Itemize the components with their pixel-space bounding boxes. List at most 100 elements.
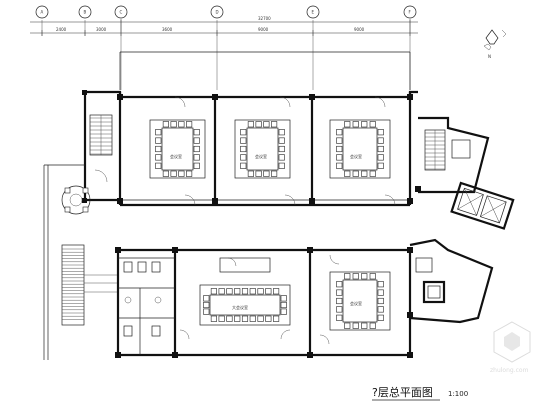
- chair: [186, 121, 193, 128]
- dim-text-1: 2400: [56, 27, 67, 32]
- chair: [218, 288, 225, 295]
- chair: [263, 121, 270, 128]
- chair: [240, 162, 247, 169]
- chair: [193, 162, 200, 169]
- chair: [361, 322, 368, 329]
- chair: [336, 314, 343, 321]
- chair: [278, 129, 285, 136]
- chair: [257, 315, 264, 322]
- lower-block: [115, 247, 413, 358]
- stair-upper-right: [415, 116, 490, 194]
- chair: [336, 154, 343, 161]
- svg-text:会议室: 会议室: [350, 153, 362, 159]
- axis-bubbles: A B C D E F: [35, 5, 417, 90]
- axis-bubble-d: [210, 5, 224, 19]
- chair: [265, 288, 272, 295]
- upper-block: [82, 90, 418, 207]
- chair: [336, 297, 343, 305]
- chair: [369, 273, 376, 280]
- svg-text:会议室: 会议室: [170, 153, 182, 159]
- chair: [352, 121, 359, 128]
- chair: [352, 322, 359, 329]
- chair: [226, 288, 233, 295]
- chair: [240, 154, 247, 161]
- title-block: ?层总平面图 1:100: [372, 385, 468, 401]
- axis-label-a: A: [41, 10, 44, 15]
- svg-text:会议室: 会议室: [255, 153, 267, 159]
- chair: [336, 145, 343, 153]
- chair: [170, 170, 177, 177]
- chair: [278, 145, 285, 153]
- chair: [352, 273, 359, 280]
- meeting-room-4: 会议室: [329, 271, 391, 331]
- chair: [240, 145, 247, 153]
- chair: [377, 289, 384, 296]
- meeting-room-1: 会议室: [149, 119, 206, 179]
- chair: [249, 288, 256, 295]
- chair: [336, 289, 343, 296]
- axis-bubble-e: [306, 5, 320, 19]
- chair: [265, 315, 272, 322]
- chair: [273, 315, 280, 322]
- axis-label-f: F: [409, 10, 412, 15]
- chair: [193, 129, 200, 136]
- meeting-room-3: 会议室: [329, 119, 391, 179]
- chair: [234, 315, 241, 322]
- chair: [369, 170, 376, 177]
- chair: [257, 288, 264, 295]
- chair: [377, 314, 384, 321]
- dim-text-4: 9000: [258, 27, 269, 32]
- elevator-lobby: [450, 181, 515, 230]
- chair: [193, 137, 200, 144]
- axis-bubble-c: [114, 5, 128, 19]
- chair: [369, 121, 376, 128]
- chair: [178, 121, 185, 128]
- chair: [377, 297, 384, 305]
- chair: [218, 315, 225, 322]
- chair: [344, 322, 351, 329]
- chair: [280, 295, 287, 302]
- boardroom: 大会议室: [199, 284, 291, 326]
- chair: [271, 170, 278, 177]
- axis-bubble-b: [78, 5, 92, 19]
- axis-bubble-f: [403, 5, 417, 19]
- chair: [377, 162, 384, 169]
- chair: [344, 170, 351, 177]
- chair: [240, 129, 247, 136]
- chair: [280, 308, 287, 315]
- chair: [377, 145, 384, 153]
- chair: [278, 162, 285, 169]
- drawing-title: ?层总平面图: [372, 385, 433, 399]
- north-arrow: N: [483, 29, 507, 59]
- chair: [170, 121, 177, 128]
- chair: [226, 315, 233, 322]
- meeting-chairs-lower: [203, 273, 384, 329]
- chair: [336, 129, 343, 136]
- chair: [336, 306, 343, 313]
- chair: [278, 137, 285, 144]
- drawing-scale: 1:100: [448, 390, 468, 398]
- chair: [203, 308, 210, 315]
- chair: [247, 170, 254, 177]
- chair: [210, 315, 217, 322]
- chair: [280, 301, 287, 309]
- chair: [155, 145, 162, 153]
- chair: [203, 295, 210, 302]
- chair: [263, 170, 270, 177]
- watermark-text: zhulong.com: [490, 367, 529, 374]
- chair: [377, 281, 384, 288]
- chair: [271, 121, 278, 128]
- dimension-lines: 2400 3000 3600 9000 9000 32700: [30, 16, 418, 36]
- chair: [352, 170, 359, 177]
- chair: [344, 273, 351, 280]
- chair: [344, 121, 351, 128]
- stair-lower-right: [407, 238, 494, 324]
- axis-label-d: D: [216, 10, 219, 15]
- svg-text:大会议室: 大会议室: [232, 304, 248, 310]
- left-walkway: [43, 164, 118, 360]
- chair: [155, 162, 162, 169]
- chair: [155, 137, 162, 144]
- meeting-chairs-upper: [155, 121, 384, 177]
- chair: [336, 137, 343, 144]
